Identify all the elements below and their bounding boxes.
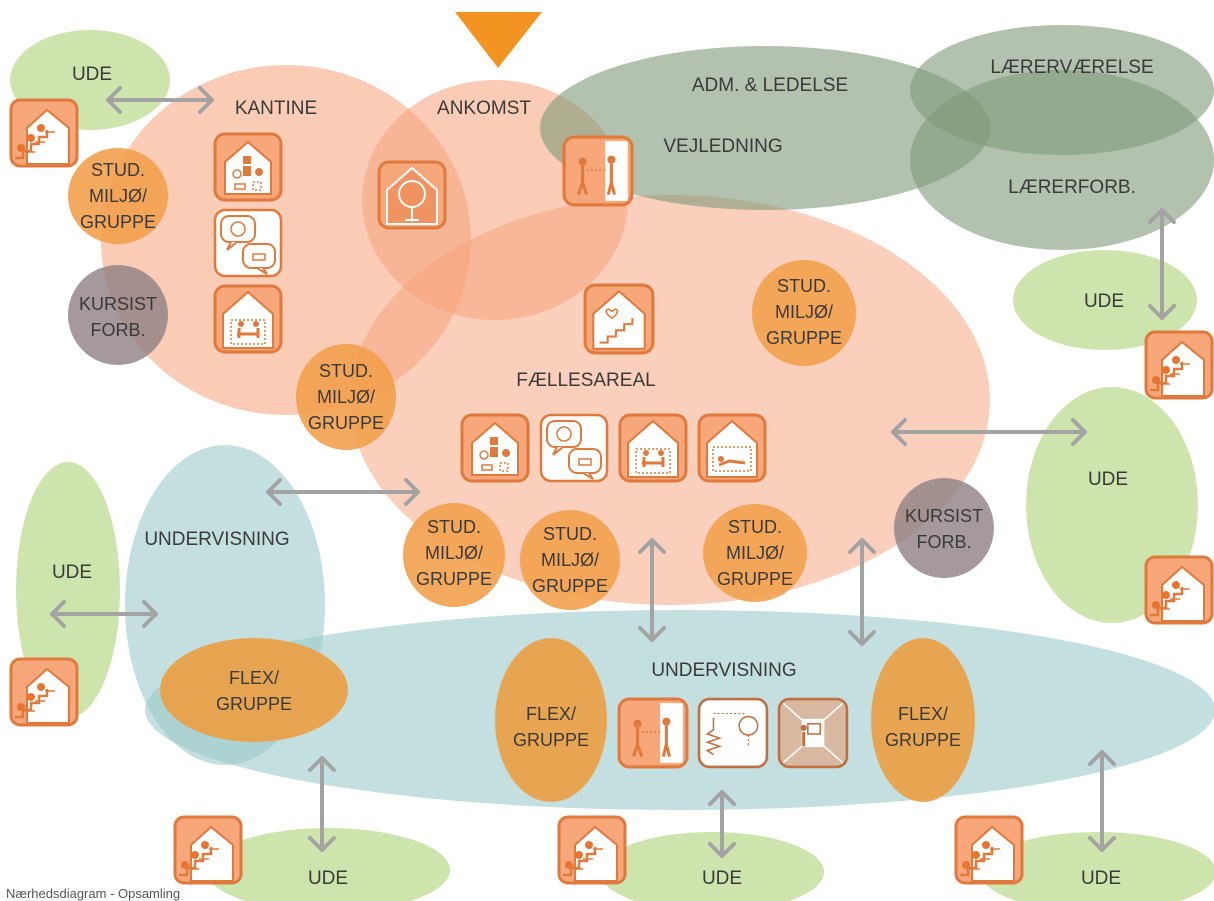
flex-circle (495, 638, 607, 802)
stairs-tree-icon (9, 98, 79, 168)
vejledning-label: VEJLEDNING (663, 136, 782, 157)
stud-label-line: GRUPPE (717, 569, 793, 589)
kursist-label-line: FORB. (90, 320, 145, 340)
stud-label-line: GRUPPE (416, 569, 492, 589)
stud-label-line: STUD. (543, 524, 597, 544)
stud-label-line: STUD. (91, 160, 145, 180)
ude-label: UDE (308, 868, 348, 889)
stud-label-line: STUD. (777, 276, 831, 296)
connector-arrow (308, 756, 336, 852)
ude-label: UDE (52, 562, 92, 583)
adm-zone (540, 46, 990, 210)
connector-arrow (891, 418, 1087, 446)
stud-label-line: GRUPPE (80, 212, 156, 232)
stud-label-line: STUD. (427, 517, 481, 537)
stairs-tree-icon (9, 657, 79, 727)
entrance-triangle (455, 12, 542, 68)
stud-label-line: GRUPPE (766, 328, 842, 348)
flex-label-line: FLEX/ (898, 704, 948, 724)
ude-label: UDE (1081, 868, 1121, 889)
stud-label-line: GRUPPE (532, 576, 608, 596)
flex-label-line: GRUPPE (885, 730, 961, 750)
undervisning-label: UNDERVISNING (651, 660, 796, 681)
connector-arrow (1148, 208, 1176, 320)
kursist-circle (68, 265, 168, 365)
ude-label: UDE (1088, 469, 1128, 490)
connector-arrow (266, 478, 420, 506)
stairs-tree-icon (1144, 555, 1214, 625)
flex-circle (871, 638, 975, 802)
ude-label: UDE (702, 868, 742, 889)
heating-icon (697, 697, 769, 769)
stud-circle (520, 510, 620, 610)
undervisning-label: UNDERVISNING (144, 529, 289, 550)
connector-arrow (50, 600, 158, 628)
stud-label-line: GRUPPE (308, 413, 384, 433)
stud-label-line: MILJØ/ (726, 543, 784, 563)
ude-label: UDE (1084, 291, 1124, 312)
connector-arrow (106, 86, 214, 114)
kursist-label-line: KURSIST (905, 506, 983, 526)
stairs-tree-icon (557, 815, 627, 885)
flex-label-line: GRUPPE (513, 730, 589, 750)
stairs-tree-icon (173, 815, 243, 885)
tree-house-icon (377, 160, 447, 230)
connector-arrow (1088, 750, 1116, 852)
house-lounge-icon (697, 413, 767, 483)
stud-circle (68, 148, 168, 244)
chat-bubbles-icon (539, 413, 609, 483)
stud-label-line: STUD. (319, 361, 373, 381)
faellesareal-label: FÆLLESAREAL (516, 370, 655, 391)
stud-label-line: MILJØ/ (775, 302, 833, 322)
ude-zone (16, 462, 120, 718)
stairs-tree-icon (1144, 330, 1214, 400)
stud-circle (703, 504, 807, 602)
stud-circle (296, 344, 396, 450)
stud-circle (403, 503, 505, 607)
laererforb-label: LÆRERFORB. (1008, 177, 1136, 198)
presentation-icon (777, 697, 849, 769)
ankomst-label: ANKOMST (437, 98, 531, 119)
stud-label-line: MILJØ/ (317, 387, 375, 407)
stud-label-line: MILJØ/ (89, 186, 147, 206)
ude-zone (206, 828, 450, 901)
ude-zone (600, 832, 824, 901)
door-person-icon (617, 697, 689, 769)
stairs-tree-icon (954, 815, 1024, 885)
house-meeting-icon (213, 284, 283, 354)
flex-circle (160, 638, 348, 742)
connector-arrow (638, 538, 666, 642)
house-objects-icon (213, 132, 283, 202)
adm-ledelse-label: ADM. & LEDELSE (692, 75, 848, 96)
chat-bubbles-icon (213, 208, 283, 278)
diagram-caption: Nærhedsdiagram - Opsamling (6, 886, 180, 901)
stud-label-line: STUD. (728, 517, 782, 537)
house-heart-stairs-icon (583, 283, 655, 355)
door-person-icon (562, 135, 634, 207)
kursist-label-line: FORB. (916, 532, 971, 552)
ude-zone (980, 832, 1214, 901)
flex-label-line: FLEX/ (229, 668, 279, 688)
laerervaerelse-label: LÆRERVÆRELSE (990, 57, 1153, 78)
kursist-label-line: KURSIST (79, 294, 157, 314)
stud-label-line: MILJØ/ (425, 543, 483, 563)
kursist-circle (894, 478, 994, 578)
connector-arrow (848, 538, 876, 646)
ude-label: UDE (72, 64, 112, 85)
ude-zone (1013, 250, 1197, 350)
connector-arrow (708, 790, 736, 858)
flex-label-line: GRUPPE (216, 694, 292, 714)
kantine-label: KANTINE (235, 98, 317, 119)
stud-label-line: MILJØ/ (541, 550, 599, 570)
stud-circle (752, 260, 856, 366)
house-objects-icon (460, 413, 530, 483)
flex-label-line: FLEX/ (526, 704, 576, 724)
laererforb-zone (910, 70, 1214, 250)
house-meeting-icon (618, 413, 688, 483)
